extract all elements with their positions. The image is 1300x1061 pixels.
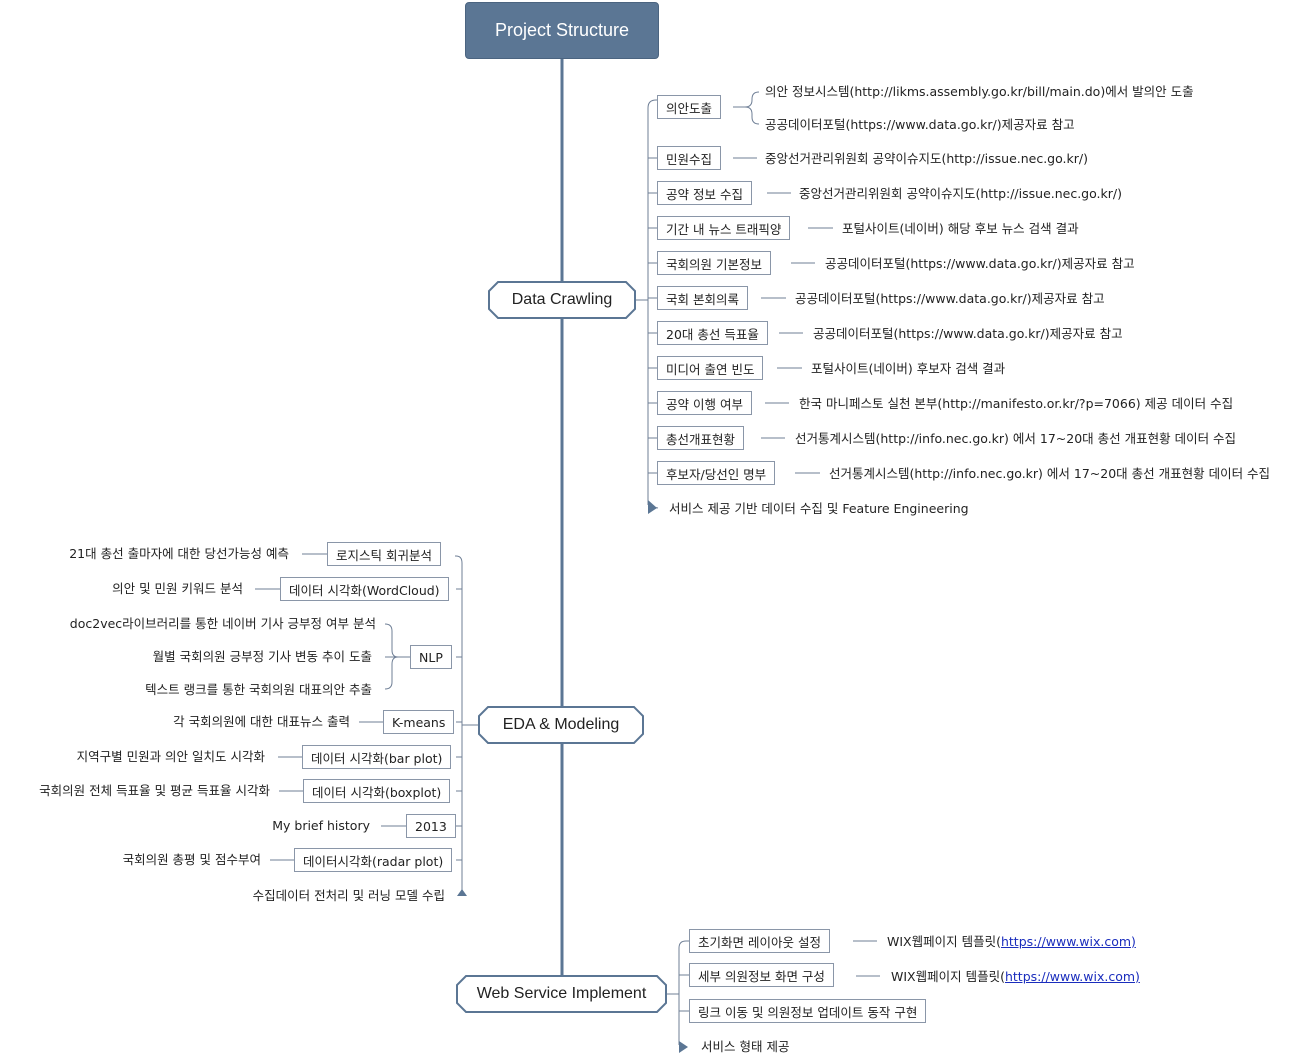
crawl-detail: 공공데이터포털(https://www.data.go.kr/)제공자료 참고 <box>795 291 1105 306</box>
crawl-detail: 의안 정보시스템(http://likms.assembly.go.kr/bil… <box>765 84 1194 99</box>
crawl-detail: 한국 마니페스토 실천 본부(http://manifesto.or.kr/?p… <box>799 396 1234 411</box>
crawl-item[interactable]: 의안도출 <box>657 95 722 119</box>
eda-item[interactable]: 데이터 시각화(boxplot) <box>303 779 451 803</box>
crawl-detail: 중앙선거관리위원회 공약이슈지도(http://issue.nec.go.kr/… <box>765 151 1088 166</box>
eda-summary: 수집데이터 전처리 및 러닝 모델 수립 <box>252 888 445 903</box>
web-item[interactable]: 링크 이동 및 의원정보 업데이트 동작 구현 <box>689 999 927 1023</box>
crawl-item[interactable]: 20대 총선 득표율 <box>657 321 768 345</box>
eda-item[interactable]: 데이터 시각화(WordCloud) <box>280 577 449 601</box>
web-item[interactable]: 초기화면 레이아웃 설정 <box>689 929 830 953</box>
eda-item[interactable]: 로지스틱 회귀분석 <box>327 542 441 566</box>
main-node-label: EDA & Modeling <box>502 716 620 733</box>
eda-detail: 21대 총선 출마자에 대한 당선가능성 예측 <box>69 546 289 561</box>
eda-item[interactable]: 데이터시각화(radar plot) <box>294 848 453 872</box>
main-node-label: Web Service Implement <box>476 985 647 1002</box>
main-node-data-crawling[interactable]: Data Crawling <box>488 281 636 319</box>
eda-detail: 국회의원 전체 득표율 및 평균 득표율 시각화 <box>39 783 270 798</box>
eda-detail: 텍스트 랭크를 통한 국회의원 대표의안 추출 <box>145 682 372 697</box>
main-node-label: Data Crawling <box>511 291 613 308</box>
eda-detail: 국회의원 총평 및 점수부여 <box>122 852 261 867</box>
main-node-eda-modeling[interactable]: EDA & Modeling <box>478 706 644 744</box>
crawl-item[interactable]: 국회 본회의록 <box>657 286 748 310</box>
eda-detail: doc2vec라이브러리를 통한 네이버 기사 긍부정 여부 분석 <box>69 616 376 631</box>
crawl-item[interactable]: 공약 이행 여부 <box>657 391 752 415</box>
web-detail-text: WIX웹페이지 템플릿( <box>891 969 1005 984</box>
crawl-detail: 중앙선거관리위원회 공약이슈지도(http://issue.nec.go.kr/… <box>799 186 1122 201</box>
web-detail-text: WIX웹페이지 템플릿( <box>887 934 1001 949</box>
root-title: Project Structure <box>494 20 630 40</box>
eda-detail: 의안 및 민원 키워드 분석 <box>112 581 243 596</box>
crawl-detail: 공공데이터포털(https://www.data.go.kr/)제공자료 참고 <box>825 256 1135 271</box>
crawl-item[interactable]: 총선개표현황 <box>657 426 745 450</box>
crawl-detail: 선거통계시스템(http://info.nec.go.kr) 에서 17~20대… <box>795 431 1237 446</box>
crawl-detail: 포털사이트(네이버) 해당 후보 뉴스 검색 결과 <box>842 221 1079 236</box>
crawl-item[interactable]: 국회의원 기본정보 <box>657 251 771 275</box>
web-summary: 서비스 형태 제공 <box>701 1039 790 1054</box>
eda-item[interactable]: K-means <box>383 710 455 734</box>
main-node-web-service[interactable]: Web Service Implement <box>456 975 667 1013</box>
crawl-detail: 포털사이트(네이버) 후보자 검색 결과 <box>811 361 1006 376</box>
crawl-item[interactable]: 공약 정보 수집 <box>657 181 752 205</box>
crawl-item[interactable]: 후보자/당선인 명부 <box>657 461 776 485</box>
eda-detail: My brief history <box>272 818 370 833</box>
crawl-item[interactable]: 기간 내 뉴스 트래픽양 <box>657 216 791 240</box>
eda-item[interactable]: 2013 <box>406 814 456 838</box>
eda-detail: 지역구별 민원과 의안 일치도 시각화 <box>76 749 265 764</box>
web-detail: WIX웹페이지 템플릿(https://www.wix.com) <box>891 969 1140 985</box>
crawl-detail: 선거통계시스템(http://info.nec.go.kr) 에서 17~20대… <box>829 466 1271 481</box>
eda-item[interactable]: NLP <box>410 645 452 669</box>
eda-detail: 월별 국회의원 긍부정 기사 변동 추이 도출 <box>152 649 372 664</box>
root-node[interactable]: Project Structure <box>465 2 659 59</box>
eda-detail: 각 국회의원에 대한 대표뉴스 출력 <box>173 714 350 729</box>
crawl-item[interactable]: 민원수집 <box>657 146 722 170</box>
crawl-detail: 공공데이터포털(https://www.data.go.kr/)제공자료 참고 <box>765 117 1075 132</box>
crawl-detail: 공공데이터포털(https://www.data.go.kr/)제공자료 참고 <box>813 326 1123 341</box>
wix-link[interactable]: https://www.wix.com) <box>1000 934 1136 949</box>
web-item[interactable]: 세부 의원정보 화면 구성 <box>689 963 834 987</box>
crawl-item[interactable]: 미디어 출연 빈도 <box>657 356 764 380</box>
crawl-summary: 서비스 제공 기반 데이터 수집 및 Feature Engineering <box>669 501 969 516</box>
eda-item[interactable]: 데이터 시각화(bar plot) <box>302 745 452 769</box>
wix-link[interactable]: https://www.wix.com) <box>1004 969 1140 984</box>
web-detail: WIX웹페이지 템플릿(https://www.wix.com) <box>887 934 1136 950</box>
